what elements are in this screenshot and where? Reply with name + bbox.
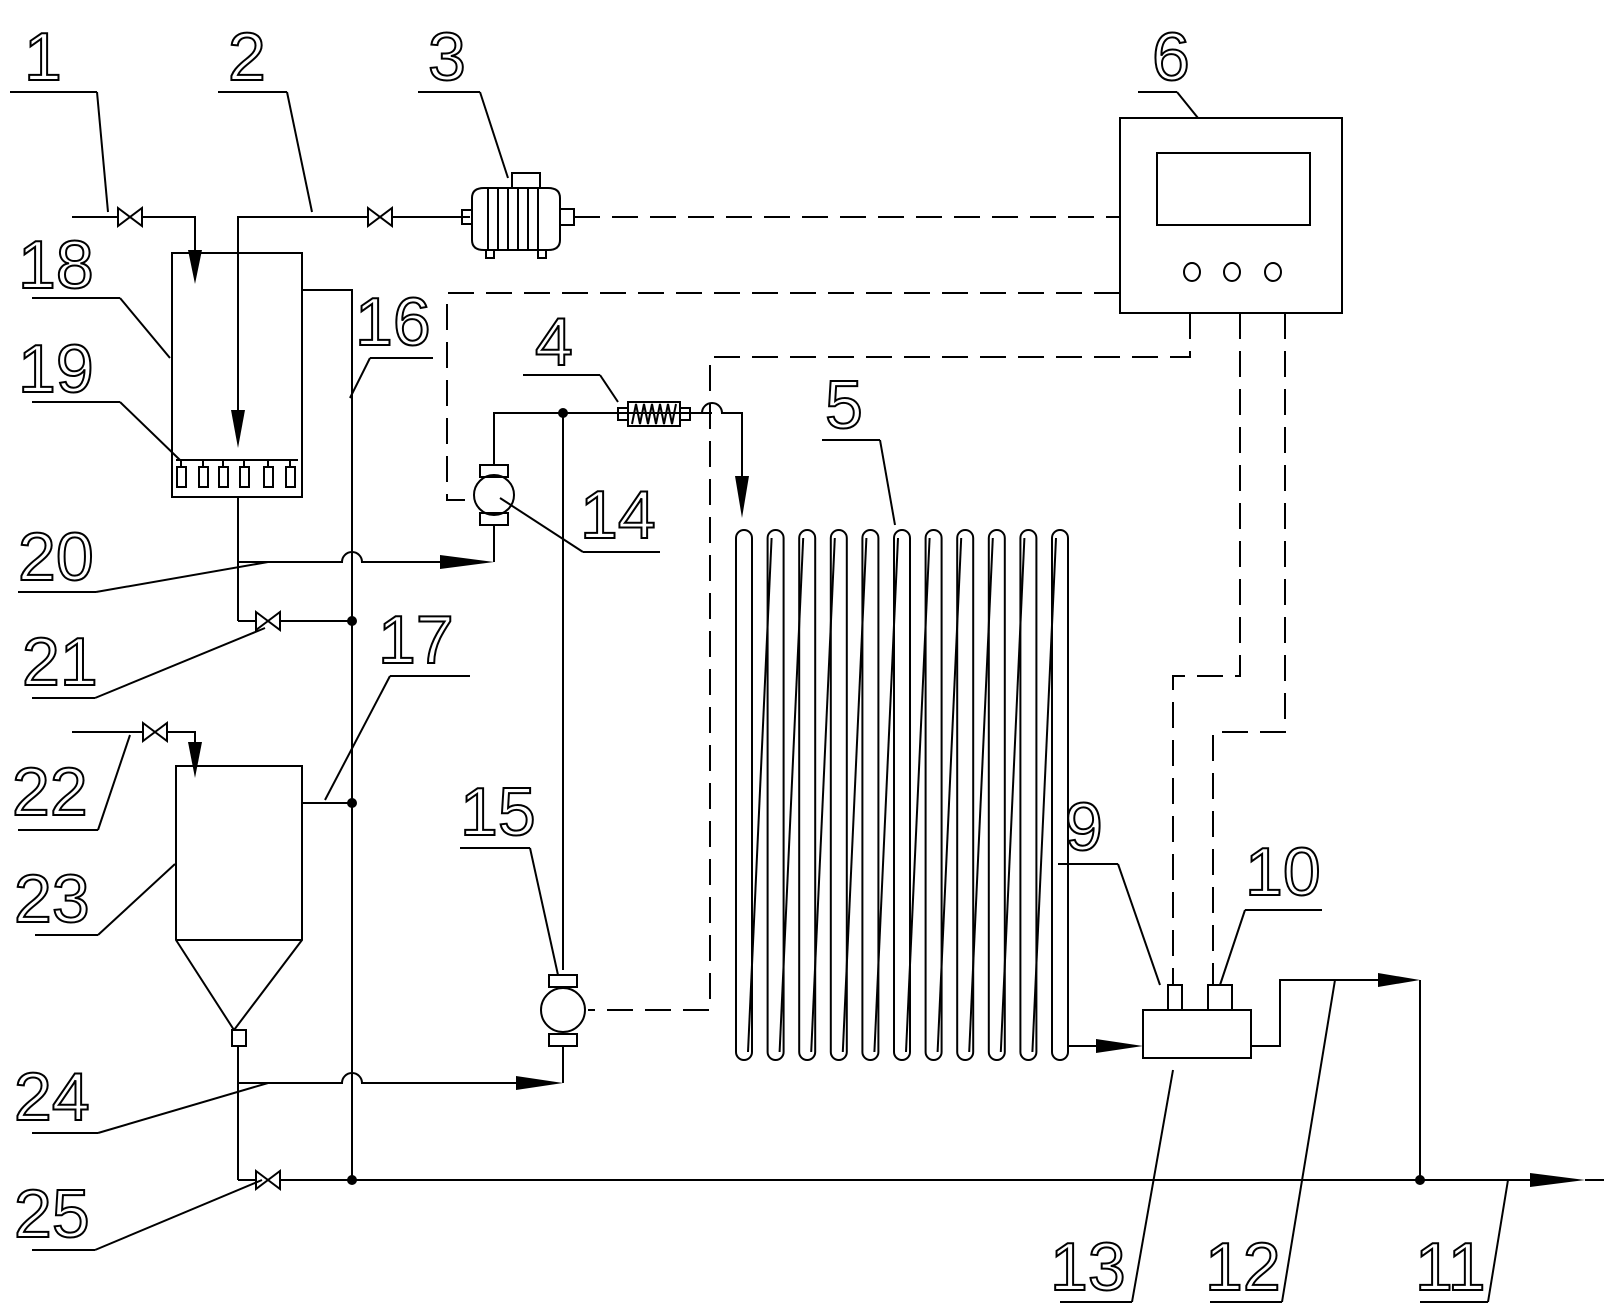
label-2: 2 (228, 19, 266, 95)
knob-icon (1264, 262, 1282, 282)
air-line-2 (231, 206, 470, 448)
line-24 (237, 1046, 564, 1180)
valve-22 (142, 721, 168, 743)
valve-2 (367, 206, 393, 228)
label-25: 25 (14, 1176, 90, 1252)
label-13: 13 (1050, 1229, 1126, 1305)
controller-display (1156, 152, 1311, 226)
label-1: 1 (24, 19, 62, 95)
valve-21 (255, 610, 281, 632)
tank-23 (72, 721, 352, 1047)
label-17: 17 (378, 602, 454, 678)
arrow-down-icon (231, 410, 245, 448)
diffuser-19 (176, 460, 296, 488)
coil-tube (735, 529, 753, 1061)
arrow-right-icon (516, 1076, 563, 1090)
label-16: 16 (355, 284, 431, 360)
controller-6 (1119, 117, 1343, 314)
coil-tube (987, 529, 1006, 1061)
arrow-down-icon (188, 742, 202, 778)
arrow-down-icon (735, 476, 749, 518)
label-20: 20 (18, 519, 94, 595)
label-5: 5 (825, 367, 863, 443)
pipe-16 (302, 289, 357, 1185)
signal-lines (446, 216, 1286, 1011)
coil-tube (1019, 529, 1038, 1061)
feed-line-1 (72, 206, 202, 284)
valve-1 (117, 206, 143, 228)
valve-21-line (238, 610, 352, 632)
label-14: 14 (580, 477, 656, 553)
knob-icon (1183, 262, 1201, 282)
label-15: 15 (460, 774, 536, 850)
unit-13 (1068, 973, 1421, 1180)
label-10: 10 (1245, 834, 1321, 910)
arrow-right-icon (1096, 1039, 1143, 1053)
valve-25 (255, 1169, 281, 1191)
coil-tube (798, 529, 817, 1061)
label-3: 3 (428, 19, 466, 95)
arrow-right-icon (1378, 973, 1420, 987)
label-11: 11 (1415, 1229, 1486, 1305)
labels: 1 2 3 6 18 19 16 4 5 14 (10, 18, 1509, 1306)
coil-tube (829, 529, 848, 1061)
coil-tube (861, 529, 880, 1061)
heater-4 (617, 401, 749, 518)
pump-14 (473, 408, 712, 526)
line-20 (237, 497, 495, 621)
coil-tube (956, 529, 975, 1061)
label-23: 23 (14, 861, 90, 937)
coil-tube (1051, 529, 1069, 1061)
label-6: 6 (1152, 19, 1190, 95)
sensor-10 (1207, 984, 1233, 1011)
discharge-line-11 (238, 1169, 1604, 1191)
coil-tube (766, 529, 785, 1061)
label-21: 21 (22, 624, 98, 700)
label-4: 4 (535, 304, 573, 380)
coil-5 (735, 529, 1069, 1061)
arrow-down-icon (188, 250, 202, 284)
label-24: 24 (14, 1059, 90, 1135)
coil-tube (924, 529, 943, 1061)
arrow-right-icon (1530, 1173, 1585, 1187)
label-18: 18 (18, 227, 94, 303)
arrow-right-icon (440, 555, 494, 569)
coil-tube (893, 529, 911, 1061)
label-22: 22 (12, 754, 88, 830)
label-9: 9 (1065, 789, 1103, 865)
knob-icon (1223, 262, 1241, 282)
sensor-9 (1167, 984, 1183, 1011)
pump-15 (540, 974, 586, 1047)
label-19: 19 (18, 331, 94, 407)
label-12: 12 (1205, 1229, 1281, 1305)
blower-3 (461, 172, 575, 259)
